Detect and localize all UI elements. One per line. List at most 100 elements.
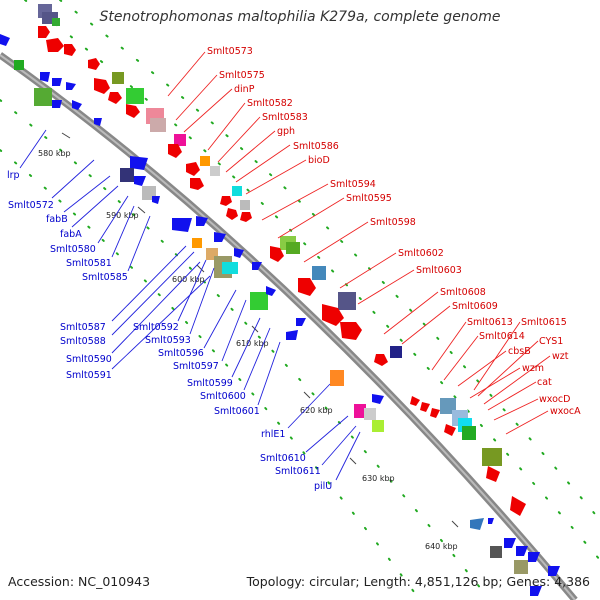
gene-arrow[interactable] bbox=[72, 100, 82, 110]
gene-label[interactable]: Smlt0572 bbox=[8, 200, 54, 211]
gene-arrow[interactable] bbox=[196, 216, 208, 226]
gene-label[interactable]: wzt bbox=[552, 351, 569, 362]
gene-arrow[interactable] bbox=[488, 518, 494, 524]
gene-arrow[interactable] bbox=[444, 424, 456, 436]
gene-arrow[interactable] bbox=[252, 262, 262, 270]
gene-block[interactable] bbox=[192, 238, 202, 248]
gene-arrow[interactable] bbox=[548, 566, 560, 576]
gene-arrow[interactable] bbox=[372, 394, 384, 404]
gene-arrow[interactable] bbox=[374, 354, 388, 366]
gene-label[interactable]: Smlt0608 bbox=[440, 287, 486, 298]
gene-arrow[interactable] bbox=[516, 546, 528, 556]
gene-block[interactable] bbox=[240, 200, 250, 210]
gene-label[interactable]: wzm bbox=[522, 363, 544, 374]
gene-block[interactable] bbox=[364, 408, 376, 420]
gene-block[interactable] bbox=[52, 18, 60, 26]
gene-label[interactable]: cat bbox=[537, 377, 552, 388]
gene-arrow[interactable] bbox=[152, 196, 160, 204]
gene-label[interactable]: Smlt0602 bbox=[398, 248, 444, 259]
gene-arrow[interactable] bbox=[108, 92, 122, 104]
gene-block[interactable] bbox=[462, 426, 476, 440]
gene-label[interactable]: rhlE1 bbox=[261, 429, 285, 440]
gene-label[interactable]: Smlt0591 bbox=[66, 370, 112, 381]
gene-label[interactable]: dinP bbox=[234, 84, 255, 95]
gene-arrow[interactable] bbox=[420, 402, 430, 412]
gene-label[interactable]: Smlt0595 bbox=[346, 193, 392, 204]
gene-arrow[interactable] bbox=[64, 44, 76, 56]
gene-label[interactable]: Smlt0596 bbox=[158, 348, 204, 359]
gene-block[interactable] bbox=[372, 420, 384, 432]
gene-label[interactable]: cbsB bbox=[508, 346, 531, 357]
gene-arrow[interactable] bbox=[40, 72, 50, 82]
gene-block[interactable] bbox=[174, 134, 186, 146]
gene-arrow[interactable] bbox=[410, 396, 420, 406]
gene-label[interactable]: Smlt0613 bbox=[467, 317, 513, 328]
gene-label[interactable]: wxocA bbox=[550, 406, 581, 417]
gene-label[interactable]: Smlt0594 bbox=[330, 179, 376, 190]
gene-label[interactable]: Smlt0581 bbox=[66, 258, 112, 269]
gene-label[interactable]: Smlt0592 bbox=[133, 322, 179, 333]
gene-block[interactable] bbox=[490, 546, 502, 558]
gene-arrow[interactable] bbox=[470, 518, 484, 530]
gene-label[interactable]: lrp bbox=[7, 170, 20, 181]
gene-block[interactable] bbox=[34, 88, 52, 106]
gene-label[interactable]: Smlt0585 bbox=[82, 272, 128, 283]
gene-arrow[interactable] bbox=[266, 286, 276, 296]
gene-arrow[interactable] bbox=[126, 104, 140, 118]
gene-arrow[interactable] bbox=[510, 496, 526, 516]
gene-label[interactable]: Smlt0588 bbox=[60, 336, 106, 347]
gene-arrow[interactable] bbox=[528, 552, 540, 562]
gene-label[interactable]: Smlt0582 bbox=[247, 98, 293, 109]
gene-arrow[interactable] bbox=[240, 212, 252, 222]
gene-label[interactable]: Smlt0609 bbox=[452, 301, 498, 312]
gene-arrow[interactable] bbox=[234, 248, 244, 258]
gene-arrow[interactable] bbox=[94, 78, 110, 94]
gene-label[interactable]: Smlt0614 bbox=[479, 331, 525, 342]
gene-arrow[interactable] bbox=[226, 208, 238, 220]
gene-label[interactable]: Smlt0615 bbox=[521, 317, 567, 328]
gene-arrow[interactable] bbox=[322, 304, 344, 326]
gene-label[interactable]: fabB bbox=[46, 214, 68, 225]
gene-block[interactable] bbox=[232, 186, 242, 196]
gene-arrow[interactable] bbox=[186, 162, 200, 176]
gene-arrow[interactable] bbox=[168, 144, 182, 158]
gene-block[interactable] bbox=[514, 560, 528, 574]
gene-arrow[interactable] bbox=[172, 218, 192, 232]
gene-arrow[interactable] bbox=[270, 246, 284, 262]
gene-label[interactable]: Smlt0575 bbox=[219, 70, 265, 81]
gene-label[interactable]: gph bbox=[277, 126, 295, 137]
gene-label[interactable]: Smlt0603 bbox=[416, 265, 462, 276]
gene-block[interactable] bbox=[354, 404, 366, 418]
gene-block[interactable] bbox=[200, 156, 210, 166]
gene-arrow[interactable] bbox=[286, 330, 298, 340]
gene-arrow[interactable] bbox=[504, 538, 516, 548]
gene-label[interactable]: Smlt0598 bbox=[370, 217, 416, 228]
gene-arrow[interactable] bbox=[52, 78, 62, 86]
gene-block[interactable] bbox=[222, 262, 238, 274]
gene-label[interactable]: Smlt0611 bbox=[275, 466, 321, 477]
gene-block[interactable] bbox=[482, 448, 502, 466]
gene-label[interactable]: CYS1 bbox=[539, 336, 563, 347]
gene-label[interactable]: Smlt0610 bbox=[260, 453, 306, 464]
gene-arrow[interactable] bbox=[94, 118, 102, 126]
gene-arrow[interactable] bbox=[0, 34, 10, 46]
gene-label[interactable]: Smlt0573 bbox=[207, 46, 253, 57]
gene-arrow[interactable] bbox=[486, 466, 500, 482]
gene-arrow[interactable] bbox=[38, 26, 50, 38]
gene-label[interactable]: Smlt0599 bbox=[187, 378, 233, 389]
gene-block[interactable] bbox=[338, 292, 356, 310]
gene-label[interactable]: Smlt0580 bbox=[50, 244, 96, 255]
gene-arrow[interactable] bbox=[134, 176, 146, 186]
gene-arrow[interactable] bbox=[190, 178, 204, 190]
gene-block[interactable] bbox=[330, 370, 344, 386]
gene-block[interactable] bbox=[286, 242, 300, 254]
gene-arrow[interactable] bbox=[340, 322, 362, 340]
gene-arrow[interactable] bbox=[46, 38, 64, 52]
gene-label[interactable]: pilU bbox=[314, 481, 332, 492]
gene-block[interactable] bbox=[150, 118, 166, 132]
gene-label[interactable]: Smlt0583 bbox=[262, 112, 308, 123]
gene-arrow[interactable] bbox=[214, 232, 226, 242]
gene-block[interactable] bbox=[390, 346, 402, 358]
gene-arrow[interactable] bbox=[220, 196, 232, 206]
gene-block[interactable] bbox=[250, 292, 268, 310]
